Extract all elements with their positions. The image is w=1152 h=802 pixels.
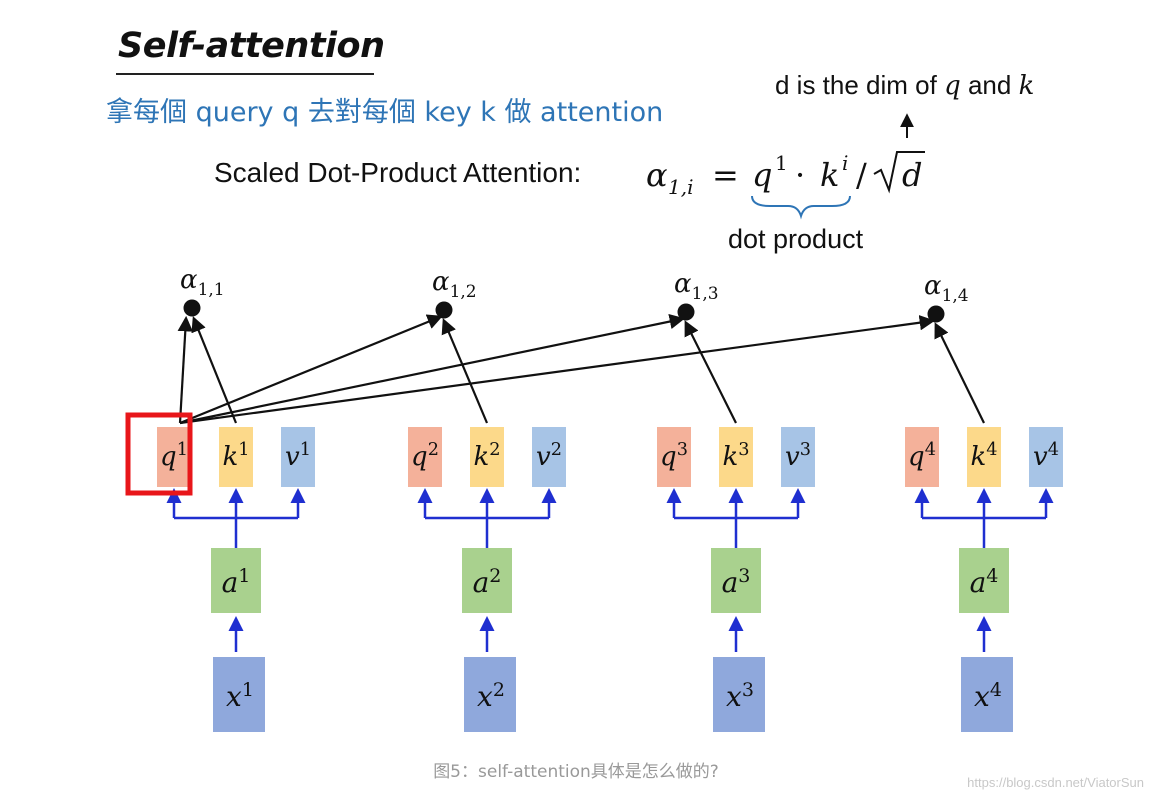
k-box-4	[967, 427, 1001, 487]
alpha-dot-1	[183, 299, 201, 317]
q-label-2-sup: 2	[428, 440, 439, 460]
x-label-4-sup: 4	[990, 679, 1002, 701]
q-label-1-sup: 1	[177, 440, 188, 460]
watermark: https://blog.csdn.net/ViatorSun	[967, 775, 1144, 790]
arrow-k-to-alpha-2	[441, 318, 489, 424]
alpha-sub-2: 1,2	[450, 282, 477, 302]
formula-alpha: α	[646, 156, 668, 194]
q-highlight-box	[125, 412, 193, 496]
alpha-dot-3	[677, 303, 695, 321]
v-box-4	[1029, 427, 1063, 487]
formula-sqrt-sign	[873, 151, 925, 194]
k-label-3-sup: 3	[738, 440, 749, 460]
a-box-3	[711, 548, 761, 613]
page-title: Self-attention	[118, 26, 385, 66]
title-underline	[116, 73, 374, 75]
formula-slash: /	[856, 156, 867, 194]
dot-product-label: dot product	[728, 224, 864, 254]
k-box-2	[470, 427, 504, 487]
x-box-4	[961, 657, 1013, 732]
a-label-3-sup: 3	[738, 565, 750, 587]
x-box-2	[464, 657, 516, 732]
figure-caption: 图5：self-attention具体是怎么做的?	[433, 762, 719, 782]
x-label-3-sup: 3	[742, 679, 754, 701]
formula-q-sup: 1	[775, 151, 788, 175]
x-box-3	[713, 657, 765, 732]
a-label-4: a4	[970, 565, 999, 599]
formula-q: q	[752, 156, 772, 194]
v-box-3	[781, 427, 815, 487]
v-label-4-sup: 4	[1048, 440, 1059, 460]
alpha-label-2: α1,2	[432, 267, 477, 302]
alpha-sub-3: 1,3	[692, 284, 719, 304]
dot-product-brace	[751, 195, 851, 220]
a-label-2-sup: 2	[489, 565, 501, 587]
k-box-3	[719, 427, 753, 487]
k-label-4-sup: 4	[986, 440, 997, 460]
q-box-2	[408, 427, 442, 487]
alpha-dot-4	[927, 305, 945, 323]
arrow-k-to-alpha-4	[934, 322, 985, 424]
arrow-q1-to-alpha-1	[177, 315, 193, 424]
dim-note-prefix: d is the dim of	[775, 70, 945, 100]
formula-alpha-sub: 1,i	[668, 175, 693, 199]
dim-note: d is the dim of q and k	[775, 70, 1034, 101]
v-label-2-sup: 2	[551, 440, 562, 460]
q-label-3-sup: 3	[677, 440, 688, 460]
a-box-2	[462, 548, 512, 613]
alpha-sub-4: 1,4	[942, 286, 969, 306]
x-label-1: x1	[226, 679, 254, 713]
x-label-4: x4	[974, 679, 1002, 713]
q-label-1: q1	[160, 440, 188, 472]
a-label-4-sup: 4	[986, 565, 998, 587]
x-label-1-sup: 1	[242, 679, 254, 701]
v-label-1-sup: 1	[300, 440, 311, 460]
a-label-1-sup: 1	[238, 565, 250, 587]
k-box-1	[219, 427, 253, 487]
q-box-4	[905, 427, 939, 487]
arrow-q1-to-alpha-2	[179, 314, 443, 425]
alpha-dot-2	[435, 301, 453, 319]
arrow-q1-to-alpha-4	[179, 315, 936, 425]
arrow-k-to-alpha-3	[684, 320, 737, 424]
alpha-label-4: α1,4	[924, 271, 969, 306]
arrow-q1-to-alpha-3	[179, 313, 686, 425]
v-label-3-sup: 3	[800, 440, 811, 460]
v-label-1: v1	[285, 440, 311, 472]
a-box-1	[211, 548, 261, 613]
alpha-label-1: α1,1	[180, 265, 225, 300]
formula-k-sup: i	[842, 151, 848, 175]
x-box-1	[213, 657, 265, 732]
alpha-label-3: α1,3	[674, 269, 719, 304]
dim-note-q: q	[944, 71, 961, 101]
a-box-4	[959, 548, 1009, 613]
formula-label: Scaled Dot-Product Attention:	[214, 157, 582, 188]
q-label-4-sup: 4	[925, 440, 936, 460]
formula-sqrt-arg: d	[902, 156, 922, 194]
k-label-2-sup: 2	[489, 440, 500, 460]
alpha-sub-1: 1,1	[198, 280, 225, 300]
q-box-3	[657, 427, 691, 487]
k-label-1-sup: 1	[238, 440, 249, 460]
x-label-2-sup: 2	[493, 679, 505, 701]
dim-note-middle: and	[960, 70, 1019, 100]
formula: α 1,i = q 1 · k i / d	[646, 113, 925, 220]
dim-note-k: k	[1018, 71, 1035, 101]
formula-equals: =	[712, 156, 739, 194]
subtitle: 拿每個 query q 去對每個 key k 做 attention	[106, 97, 664, 128]
q-box-1	[157, 427, 191, 487]
connections	[166, 313, 1054, 652]
v-box-2	[532, 427, 566, 487]
arrow-k-to-alpha-1	[191, 316, 238, 424]
formula-k: k	[820, 156, 839, 194]
v-box-1	[281, 427, 315, 487]
formula-dot: ·	[795, 156, 805, 194]
